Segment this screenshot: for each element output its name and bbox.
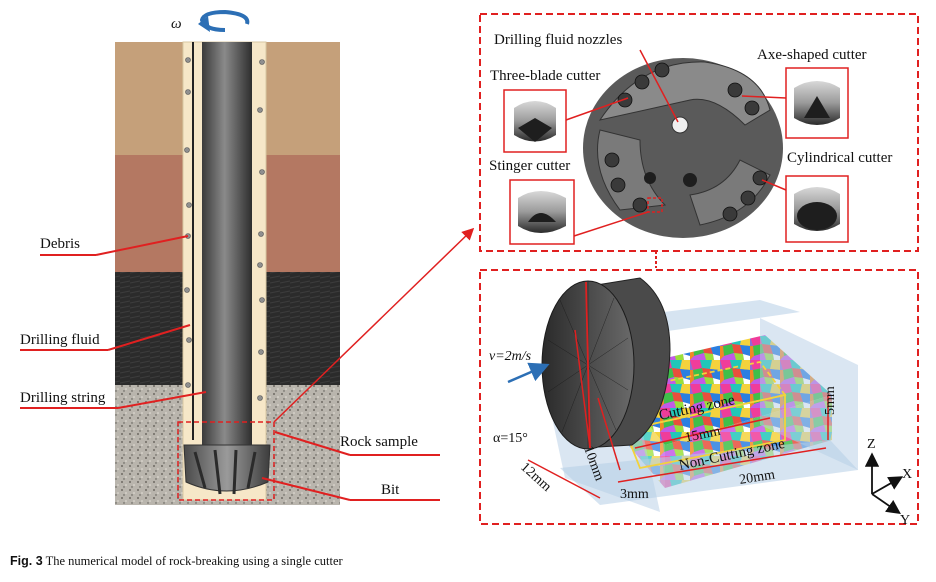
label-cylindrical-cutter: Cylindrical cutter — [787, 150, 892, 166]
bit-highlight-box — [177, 421, 275, 501]
non-cutting-zone-box — [623, 393, 786, 470]
borehole-diagram: ω Debris Drilling fluid Drilling string … — [20, 9, 475, 505]
three-blade-cutter-thumb — [503, 89, 567, 153]
axe-shaped-cutter-thumb — [785, 67, 849, 139]
label-drilling-string: Drilling string — [20, 390, 106, 406]
cylindrical-cutter-thumb — [785, 175, 849, 243]
figure-caption: Fig. 3 The numerical model of rock-break… — [10, 554, 930, 569]
debris-particles — [184, 57, 265, 401]
label-stinger-cutter: Stinger cutter — [489, 158, 570, 174]
velocity-arrow — [507, 362, 550, 384]
label-rock-sample: Rock sample — [340, 434, 418, 450]
dim-12mm: 12mm — [517, 460, 554, 495]
drill-bit-small — [183, 425, 271, 495]
label-drilling-fluid: Drilling fluid — [20, 332, 100, 348]
cutter-panel-frame — [479, 269, 919, 525]
bit-panel-frame — [479, 13, 919, 252]
caption-label: Fig. 3 — [10, 554, 43, 568]
drilling-string — [202, 42, 252, 440]
dim-15mm: 15mm — [684, 424, 722, 446]
label-three-blade-cutter: Three-blade cutter — [490, 68, 600, 84]
label-drilling-fluid-nozzles: Drilling fluid nozzles — [494, 32, 622, 48]
label-bit: Bit — [381, 482, 400, 498]
axis-z-label: Z — [867, 437, 876, 452]
bottom-plane — [560, 440, 858, 505]
rake-angle-label: α=15° — [493, 431, 528, 446]
velocity-label: v=2m/s — [489, 349, 532, 364]
omega-label: ω — [171, 16, 182, 32]
dim-5mm: 5mm — [823, 386, 838, 415]
axis-triad — [864, 452, 904, 515]
pdc-bit-body — [583, 58, 783, 238]
label-debris: Debris — [40, 236, 80, 252]
zoom-connector — [273, 227, 475, 423]
stinger-cutter-thumb — [509, 179, 575, 245]
bit-panel: Drilling fluid nozzles Three-blade cutte… — [479, 13, 919, 268]
axis-x-label: X — [902, 467, 912, 482]
label-axe-shaped-cutter: Axe-shaped cutter — [757, 47, 867, 63]
dim-3mm: 3mm — [620, 487, 649, 502]
axis-y-label: Y — [900, 513, 910, 528]
caption-text: The numerical model of rock-breaking usi… — [45, 554, 343, 568]
dim-20mm: 20mm — [738, 468, 776, 488]
figure-illustration: ω Debris Drilling fluid Drilling string … — [20, 9, 919, 528]
cutter-model-panel: v=2m/s α=15° Cutting zone Non-Cutting zo… — [479, 269, 919, 528]
